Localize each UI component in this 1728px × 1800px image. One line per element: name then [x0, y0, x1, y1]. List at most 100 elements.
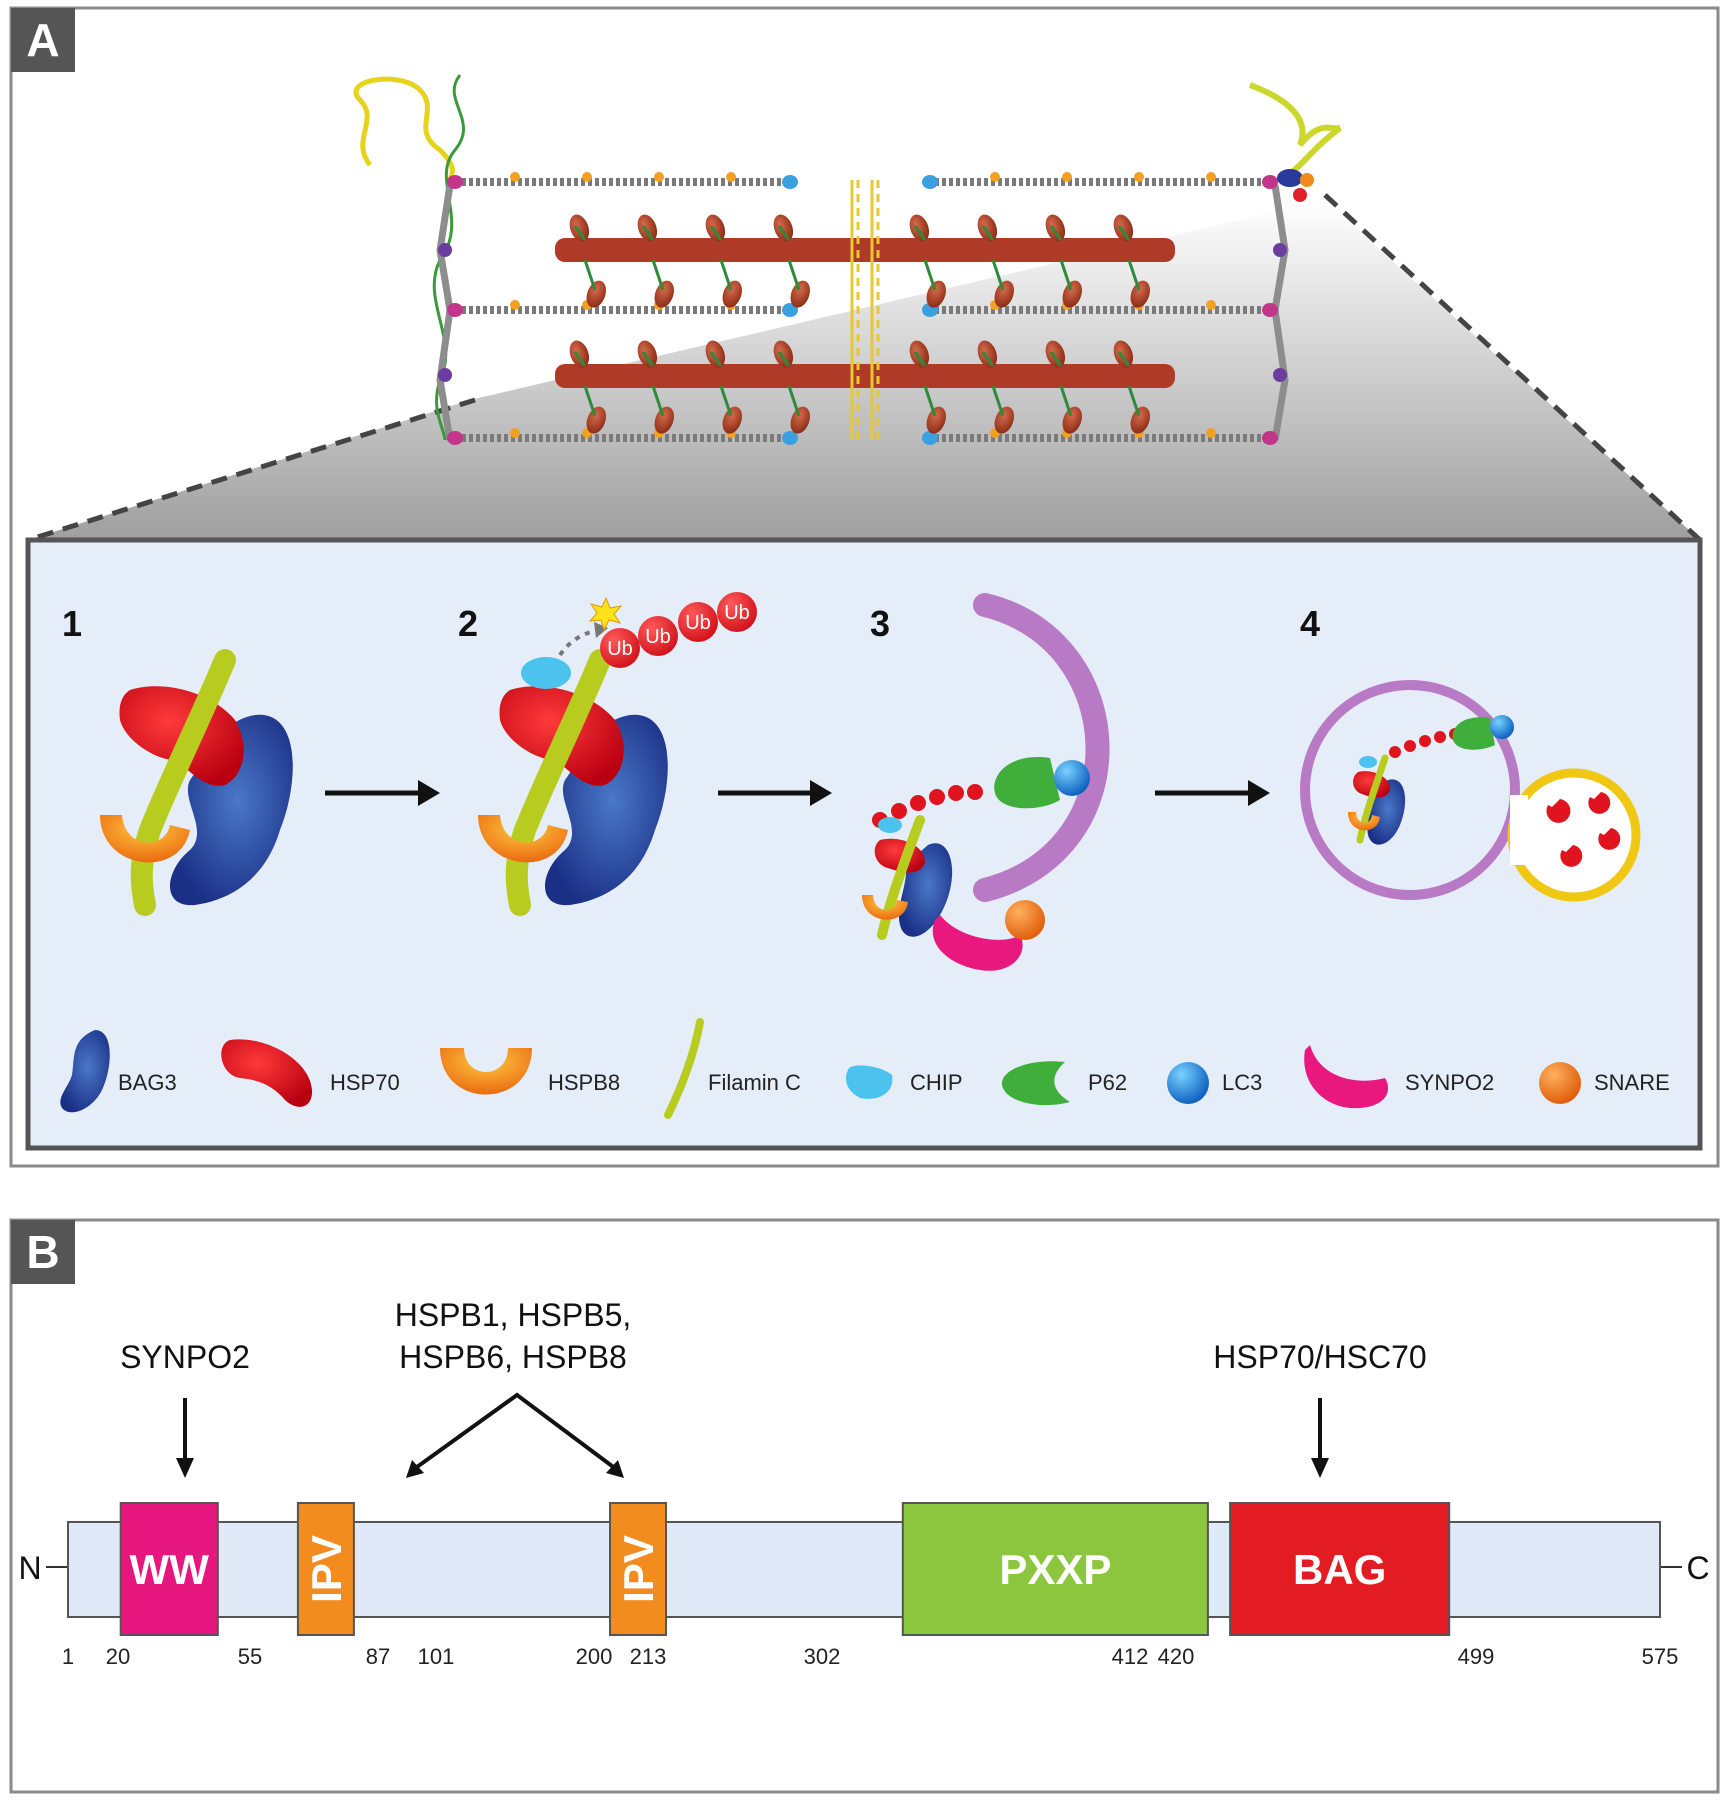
- legend-label-p62: P62: [1088, 1070, 1127, 1095]
- myosin-neck: [583, 385, 597, 417]
- step-4-complex: [1300, 680, 1641, 902]
- m-line: [850, 180, 880, 440]
- z-disc-nodes: [438, 243, 1287, 382]
- chip-icon: [845, 1065, 893, 1099]
- domain-ipv-2: IPV: [609, 1502, 667, 1636]
- chip-shape: [1359, 756, 1377, 768]
- sarcomere: [353, 74, 1342, 445]
- legend-label-lc3: LC3: [1222, 1070, 1262, 1095]
- step-4-label: 4: [1300, 603, 1320, 644]
- troponin-node: [1134, 172, 1144, 182]
- myosin-head: [1045, 340, 1066, 368]
- hspb8-shape: [1348, 812, 1380, 831]
- zoom-line-right: [1323, 193, 1702, 542]
- filamin-strand-right: [1248, 82, 1342, 183]
- legend-label-snare: SNARE: [1594, 1070, 1670, 1095]
- synpo2-shape: [932, 915, 1023, 971]
- position-label: 101: [418, 1644, 455, 1669]
- filament-cap: [782, 175, 798, 189]
- domain-ipv-1-box: [296, 1502, 355, 1636]
- bag3-shape: [170, 714, 293, 906]
- filamin-c-icon: [664, 1018, 704, 1119]
- myosin-head: [654, 406, 674, 434]
- position-label: 200: [576, 1644, 613, 1669]
- myosin-head: [637, 340, 658, 368]
- myosin-head: [586, 406, 606, 434]
- domain-bag-box: [1229, 1502, 1451, 1636]
- myosin-head: [705, 214, 726, 242]
- ubiquitin-chain: [600, 592, 757, 668]
- domain-ww-box: [119, 1502, 219, 1636]
- position-label: 302: [804, 1644, 841, 1669]
- legend-item-lc3: LC3: [1167, 1062, 1262, 1104]
- arrow-hsp70-head: [1311, 1458, 1329, 1478]
- myosin-neck: [777, 225, 791, 241]
- myosin-neck: [719, 259, 733, 291]
- legend-item-snare: SNARE: [1539, 1062, 1670, 1104]
- troponin-node: [510, 172, 520, 182]
- domain-ipv-1: IPV: [296, 1502, 355, 1636]
- myosin-neck: [777, 351, 791, 367]
- arrow-hspb: [408, 1392, 622, 1474]
- arrow-hspb-head-left: [406, 1460, 424, 1478]
- filament-cap: [447, 175, 463, 189]
- filamin-c-shape: [1356, 754, 1389, 844]
- legend-label-chip: CHIP: [910, 1070, 963, 1095]
- step-3-label: 3: [870, 603, 890, 644]
- panel-a-badge: [11, 8, 75, 72]
- ub-1: [600, 628, 640, 668]
- ub-3: [678, 602, 718, 642]
- myosin-head: [909, 214, 930, 242]
- myosin-head: [569, 214, 590, 242]
- domain-pxxp: PXXP: [901, 1502, 1209, 1636]
- myosin-head: [773, 340, 794, 368]
- myosin-neck: [1049, 351, 1063, 367]
- myosin-head: [909, 340, 930, 368]
- legend-label-synpo2: SYNPO2: [1405, 1070, 1494, 1095]
- autophagosome-membrane: [1300, 680, 1520, 900]
- arrow-3-4-head: [1248, 780, 1270, 806]
- filament-cap: [782, 303, 798, 317]
- step-3-complex: [862, 593, 1110, 971]
- legend-item-p62: P62: [1001, 1061, 1127, 1106]
- hspb8-shape: [478, 815, 568, 863]
- myosin-neck: [651, 259, 665, 291]
- myosin-neck: [719, 385, 733, 417]
- legend-label-hsp70: HSP70: [330, 1070, 400, 1095]
- ub-label-2: Ub: [645, 626, 671, 648]
- step-2-label: 2: [458, 603, 478, 644]
- filament-cap: [782, 431, 798, 445]
- p62-shape: [994, 757, 1060, 809]
- panel-a: A: [9, 6, 1720, 1168]
- step-1-complex: [100, 649, 293, 916]
- myosin-neck: [583, 259, 597, 291]
- troponin-node: [726, 172, 736, 182]
- hspb8-shape: [100, 815, 190, 863]
- p62-shape: [1452, 717, 1495, 750]
- myosin-head: [773, 214, 794, 242]
- myosin-head: [1062, 406, 1082, 434]
- domain-ipv-2-label: IPV: [615, 1535, 662, 1603]
- arrow-1-2-head: [418, 780, 440, 806]
- position-label: 87: [366, 1644, 390, 1669]
- myosin-neck: [641, 351, 655, 367]
- legend-item-synpo2: SYNPO2: [1304, 1045, 1494, 1109]
- myosin-head: [722, 280, 742, 308]
- troponin-node: [1206, 428, 1216, 438]
- myosin-neck: [787, 259, 801, 291]
- binder-synpo2-label: SYNPO2: [120, 1339, 250, 1375]
- bag3-icon: [60, 1030, 110, 1113]
- myosin-head: [1113, 214, 1134, 242]
- panel-a-badge-label: A: [26, 14, 59, 66]
- domain-bag-label: BAG: [1293, 1546, 1386, 1593]
- myosin-neck: [1059, 259, 1073, 291]
- ub-4: [717, 592, 757, 632]
- lc3-shape: [1054, 760, 1090, 796]
- thick-filament-2: [555, 364, 1175, 388]
- ubiquitination-arrow-head: [594, 622, 608, 638]
- myosin-neck: [913, 351, 927, 367]
- domain-ipv-2-box: [609, 1502, 667, 1636]
- myosin-neck: [709, 351, 723, 367]
- myosin-head: [994, 406, 1014, 434]
